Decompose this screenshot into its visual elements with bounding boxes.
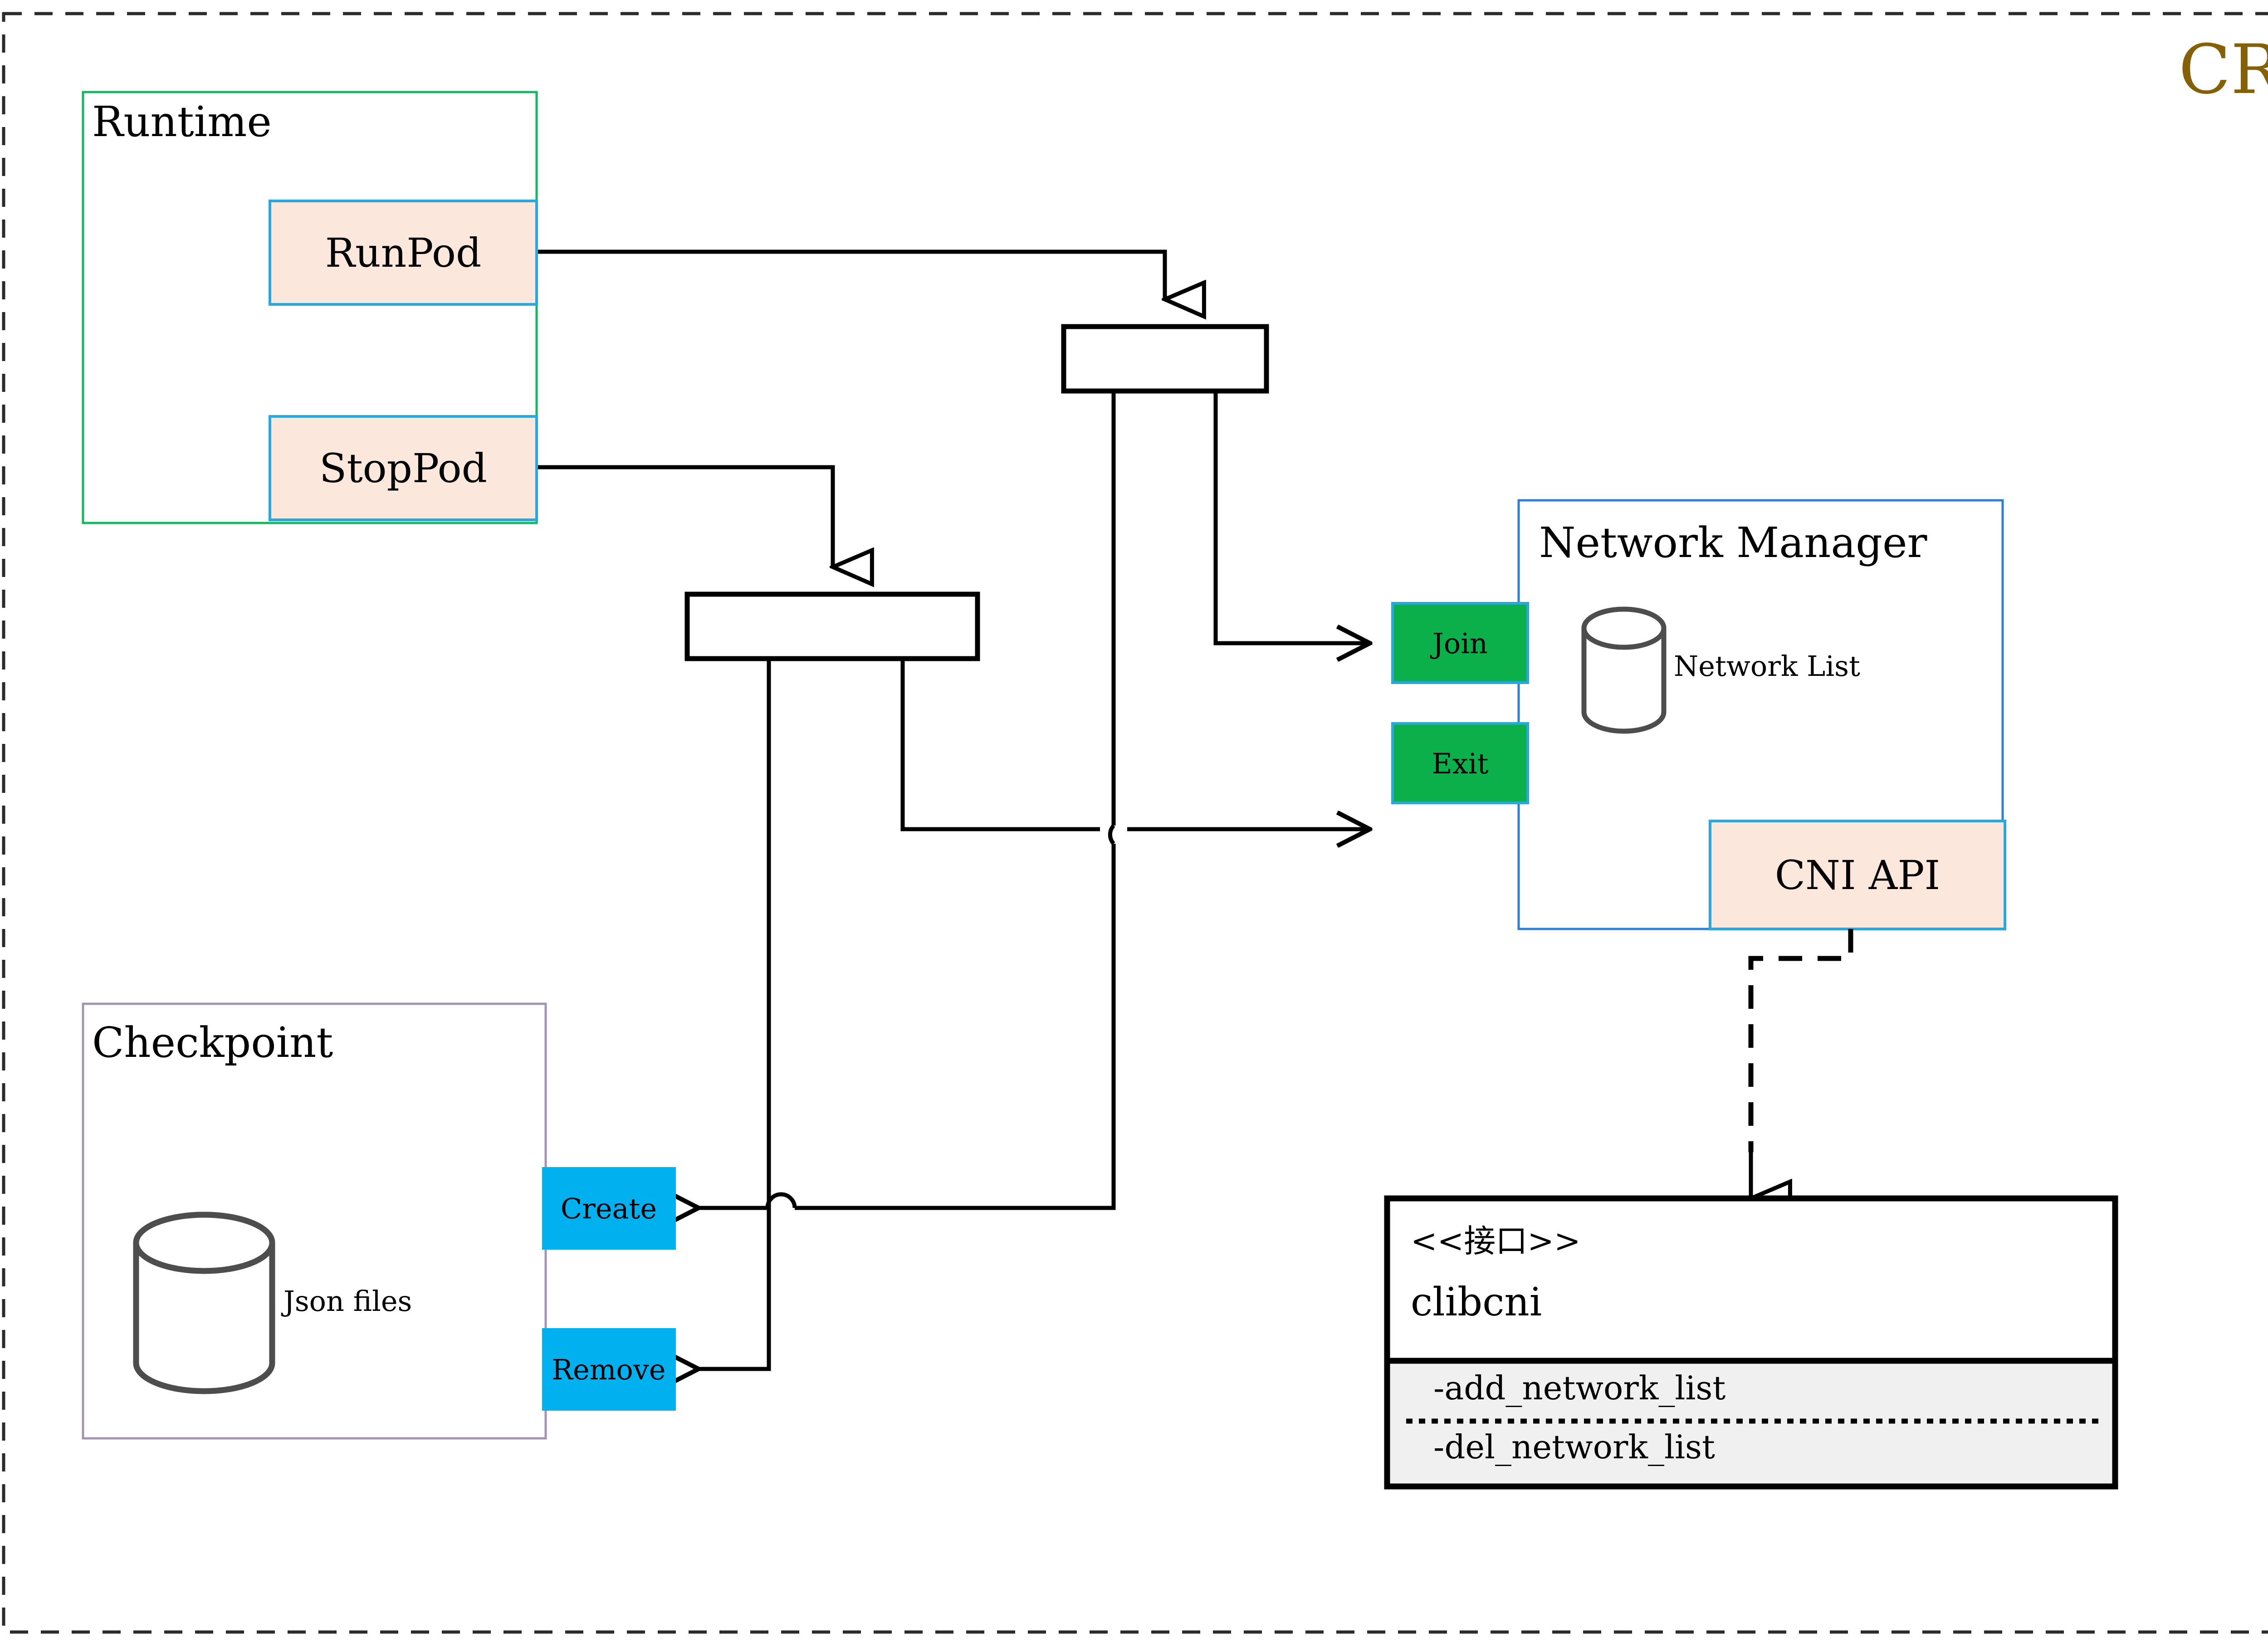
node-run-pod[interactable] — [269, 200, 538, 306]
database-icon — [1581, 606, 1667, 734]
node-cni-api-label: CNI API — [1775, 852, 1941, 899]
node-exit-label: Exit — [1432, 747, 1489, 780]
node-remove[interactable] — [542, 1328, 676, 1411]
edge-hop-vertical-over-exit — [1108, 824, 1115, 845]
edge-hop-create-over-remove — [765, 1192, 797, 1208]
node-stop-pod-label: StopPod — [319, 445, 487, 492]
node-cni-api[interactable] — [1709, 820, 2006, 930]
group-checkpoint-label: Checkpoint — [92, 1018, 333, 1067]
node-run-pod-label: RunPod — [325, 230, 482, 276]
edge-runpod-to-fork-top — [537, 249, 1165, 299]
edge-fork-top-left-leg-2 — [795, 844, 1116, 1210]
node-exit[interactable] — [1391, 722, 1529, 804]
outer-frame — [2, 12, 2268, 1634]
connector-lines — [537, 249, 1370, 1369]
node-join-label: Join — [1430, 627, 1488, 660]
network-list-label: Network List — [1674, 650, 1860, 683]
interface-box-outline — [1384, 1195, 2118, 1490]
checkpoint-store-label: Json files — [281, 1285, 412, 1318]
node-join[interactable] — [1391, 602, 1529, 684]
edge-fork-bottom-right-leg — [900, 659, 1100, 831]
edge-stoppod-to-fork-bottom — [537, 465, 833, 567]
fork-node-top — [1061, 324, 1269, 394]
node-create[interactable] — [542, 1167, 676, 1250]
edge-fork-top-right-leg — [1213, 391, 1370, 643]
interface-stereotype: <<接口>> — [1411, 1222, 1581, 1260]
page-title: CRI — [2179, 30, 2268, 109]
interface-name: clibcni — [1411, 1280, 1542, 1325]
database-icon — [133, 1212, 275, 1394]
interface-method: -del_network_list — [1433, 1428, 1715, 1466]
node-stop-pod[interactable] — [269, 415, 538, 521]
node-remove-label: Remove — [552, 1353, 665, 1386]
fork-node-bottom — [684, 591, 980, 661]
edge-cni-api-to-clibcni — [1751, 929, 1853, 1198]
group-runtime-label: Runtime — [92, 98, 272, 146]
interface-method: -add_network_list — [1433, 1369, 1725, 1407]
edge-fork-bottom-left-leg — [699, 659, 771, 1369]
group-network-manager-label: Network Manager — [1539, 518, 1927, 567]
node-create-label: Create — [561, 1192, 657, 1225]
